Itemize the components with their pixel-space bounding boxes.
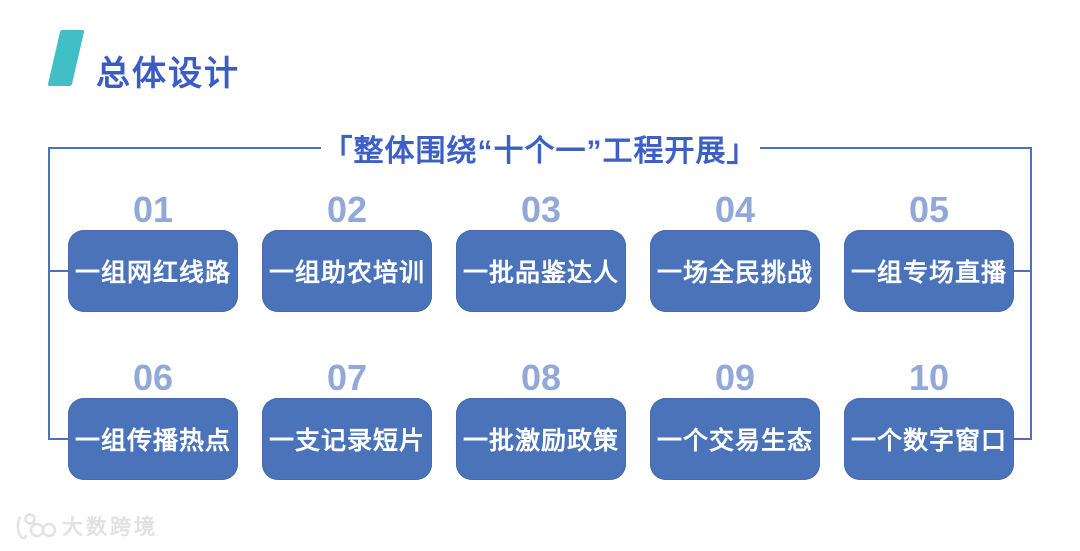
- item-cell: 09 一个交易生态: [650, 360, 820, 480]
- title-accent-parallelogram: [47, 30, 85, 86]
- item-box: 一支记录短片: [262, 398, 432, 480]
- section-heading: 「整体围绕“十个一”工程开展」: [322, 135, 758, 168]
- item-cell: 07 一支记录短片: [262, 360, 432, 480]
- heading-line-left: [48, 147, 321, 149]
- connector-stub-left-row2: [48, 438, 68, 440]
- page-title: 总体设计: [96, 55, 240, 93]
- item-box: 一个交易生态: [650, 398, 820, 480]
- item-number: 09: [714, 357, 756, 398]
- item-box: 一组助农培训: [262, 230, 432, 312]
- watermark-100-logo-icon: [14, 511, 56, 541]
- slide-header: 总体设计: [0, 0, 1080, 110]
- connector-stub-left-row1: [48, 270, 68, 272]
- item-box: 一组网红线路: [68, 230, 238, 312]
- item-cell: 04 一场全民挑战: [650, 192, 820, 312]
- heading-bar: 「整体围绕“十个一”工程开展」: [48, 132, 1032, 168]
- item-number: 05: [908, 189, 950, 230]
- item-cell: 02 一组助农培训: [262, 192, 432, 312]
- item-number: 04: [714, 189, 756, 230]
- item-number: 06: [132, 357, 174, 398]
- item-box: 一场全民挑战: [650, 230, 820, 312]
- item-row-2: 06 一组传播热点 07 一支记录短片 08 一批激励政策 09 一个交易生态 …: [68, 360, 1014, 480]
- connector-vertical-left: [48, 147, 50, 440]
- item-number: 02: [326, 189, 368, 230]
- watermark-text: 大数跨境: [62, 516, 158, 539]
- item-box: 一批品鉴达人: [456, 230, 626, 312]
- item-number: 03: [520, 189, 562, 230]
- item-cell: 06 一组传播热点: [68, 360, 238, 480]
- item-cell: 01 一组网红线路: [68, 192, 238, 312]
- item-cell: 03 一批品鉴达人: [456, 192, 626, 312]
- item-number: 10: [908, 357, 950, 398]
- item-box: 一组传播热点: [68, 398, 238, 480]
- item-cell: 05 一组专场直播: [844, 192, 1014, 312]
- item-box: 一组专场直播: [844, 230, 1014, 312]
- item-cell: 08 一批激励政策: [456, 360, 626, 480]
- item-row-1: 01 一组网红线路 02 一组助农培训 03 一批品鉴达人 04 一场全民挑战 …: [68, 192, 1014, 312]
- item-number: 01: [132, 189, 174, 230]
- item-number: 08: [520, 357, 562, 398]
- connector-stub-right-row1: [1012, 270, 1032, 272]
- connector-vertical-right: [1030, 147, 1032, 440]
- item-box: 一个数字窗口: [844, 398, 1014, 480]
- connector-stub-right-row2: [1012, 438, 1032, 440]
- item-cell: 10 一个数字窗口: [844, 360, 1014, 480]
- item-box: 一批激励政策: [456, 398, 626, 480]
- item-number: 07: [326, 357, 368, 398]
- watermark: 大数跨境: [14, 511, 158, 541]
- heading-line-right: [759, 147, 1032, 149]
